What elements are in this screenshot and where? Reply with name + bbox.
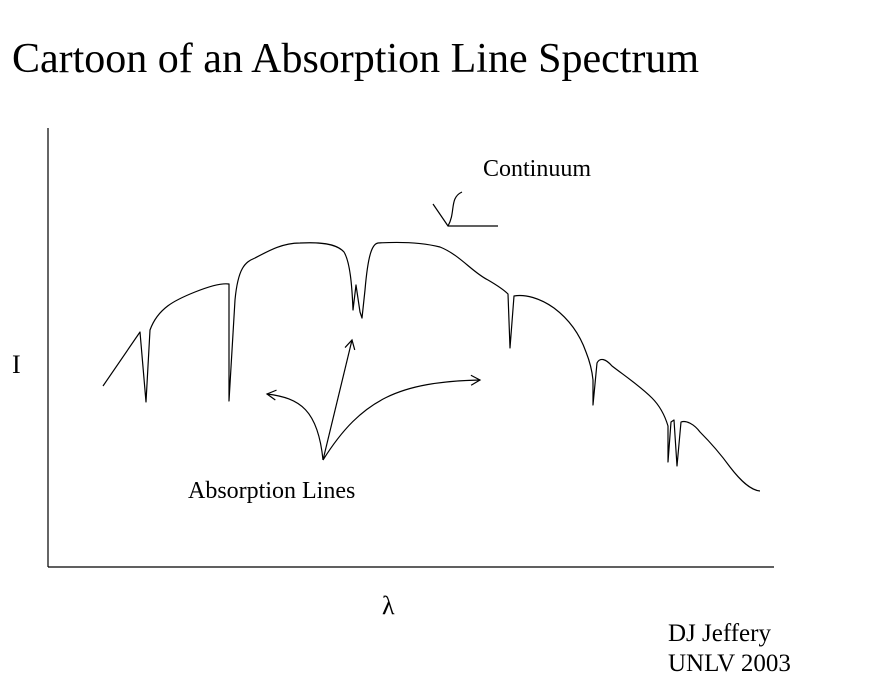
y-axis-label: I (12, 350, 21, 379)
author-affiliation: UNLV 2003 (668, 650, 791, 677)
author-name: DJ Jeffery (668, 620, 771, 647)
spectrum-curve (102, 241, 761, 492)
x-axis-label: λ (382, 591, 395, 620)
arrow-right (322, 374, 482, 461)
continuum-pointer (432, 191, 498, 227)
page-title: Cartoon of an Absorption Line Spectrum (12, 36, 700, 82)
arrow-left (265, 389, 324, 461)
arrow-up (322, 338, 356, 461)
continuum-label: Continuum (483, 156, 591, 182)
credit-block: DJ Jeffery UNLV 2003 (668, 619, 791, 679)
absorption-lines-label: Absorption Lines (188, 478, 355, 504)
